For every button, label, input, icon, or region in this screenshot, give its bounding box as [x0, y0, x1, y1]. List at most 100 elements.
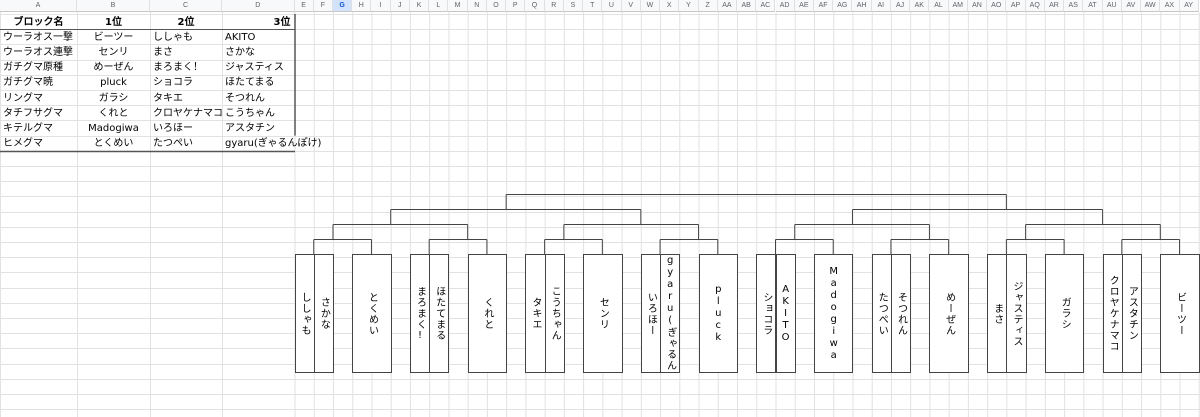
column-header-F[interactable]: F	[313, 0, 333, 12]
column-header-AR[interactable]: AR	[1044, 0, 1065, 12]
entrant-name: アスタチン	[1126, 286, 1138, 341]
entrant-name: ほたてまる	[433, 286, 445, 341]
table-cell[interactable]: そつれん	[225, 92, 265, 104]
column-header-B[interactable]: B	[77, 0, 150, 12]
column-header-V[interactable]: V	[621, 0, 641, 12]
table-cell[interactable]: まさ	[153, 46, 173, 58]
column-header-W[interactable]: W	[640, 0, 661, 12]
column-header-S[interactable]: S	[563, 0, 584, 12]
table-cell[interactable]: こうちゃん	[225, 107, 275, 119]
entrant-box: まろまく!	[409, 254, 431, 373]
column-header-K[interactable]: K	[409, 0, 430, 12]
table-cell[interactable]: タチフサグマ	[3, 107, 63, 119]
header-cell[interactable]: 3位	[273, 16, 291, 28]
column-header-AA[interactable]: AA	[717, 0, 737, 12]
table-cell[interactable]: リングマ	[3, 92, 43, 104]
column-header-AD[interactable]: AD	[775, 0, 795, 12]
entrant-box: アスタチン	[1121, 254, 1143, 373]
entrant-name: クロヤケナマコ	[1107, 275, 1119, 352]
column-header-AP[interactable]: AP	[1006, 0, 1026, 12]
table-cell[interactable]: Madogiwa	[88, 122, 139, 134]
table-cell[interactable]: さかな	[225, 46, 255, 58]
table-cell[interactable]: くれと	[98, 107, 129, 119]
table-cell[interactable]: ジャスティス	[225, 62, 284, 74]
table-cell[interactable]: ウーラオス一撃	[3, 31, 73, 43]
column-header-I[interactable]: I	[371, 0, 391, 12]
column-header-G[interactable]: G	[332, 0, 353, 12]
header-cell[interactable]: ブロック名	[13, 16, 64, 28]
table-cell[interactable]: ししゃも	[153, 31, 193, 43]
column-header-Y[interactable]: Y	[679, 0, 699, 12]
column-header-AU[interactable]: AU	[1102, 0, 1122, 12]
column-header-C[interactable]: C	[150, 0, 222, 12]
table-cell[interactable]: センリ	[98, 46, 129, 58]
column-header-Q[interactable]: Q	[525, 0, 545, 12]
column-header-T[interactable]: T	[583, 0, 603, 12]
column-header-AS[interactable]: AS	[1064, 0, 1084, 12]
header-cell[interactable]: 1位	[105, 16, 122, 28]
table-cell[interactable]: めーぜん	[93, 62, 134, 74]
column-header-AM[interactable]: AM	[948, 0, 968, 12]
column-header-AI[interactable]: AI	[871, 0, 891, 12]
table-cell[interactable]: ヒメグマ	[3, 138, 43, 150]
column-header-J[interactable]: J	[390, 0, 410, 12]
column-header-A[interactable]: A	[0, 0, 77, 12]
entrant-name: ビーツー	[1174, 291, 1186, 336]
table-cell[interactable]: ウーラオス連撃	[3, 46, 73, 58]
table-cell[interactable]: アスタチン	[225, 122, 275, 134]
column-header-E[interactable]: E	[294, 0, 314, 12]
column-header-AJ[interactable]: AJ	[890, 0, 911, 12]
column-header-P[interactable]: P	[506, 0, 526, 12]
table-cell[interactable]: ほたてまる	[225, 77, 275, 89]
table-cell[interactable]: たつぺい	[153, 138, 193, 150]
column-header-AE[interactable]: AE	[794, 0, 814, 12]
table-cell[interactable]: まろまく！	[153, 62, 203, 74]
table-cell[interactable]: ガチグマ原種	[3, 62, 63, 74]
column-header-AB[interactable]: AB	[737, 0, 757, 12]
header-cell[interactable]: 2位	[177, 16, 195, 28]
column-header-AL[interactable]: AL	[929, 0, 949, 12]
column-header-AQ[interactable]: AQ	[1025, 0, 1045, 12]
column-header-R[interactable]: R	[544, 0, 564, 12]
table-cell[interactable]: クロヤケナマコ	[153, 107, 223, 119]
column-header-AC[interactable]: AC	[756, 0, 776, 12]
column-header-AV[interactable]: AV	[1121, 0, 1142, 12]
column-header-Z[interactable]: Z	[698, 0, 718, 12]
table-cell[interactable]: gyaru(ぎゃるんぽけ)	[225, 138, 322, 150]
table-cell[interactable]: タキエ	[153, 92, 183, 104]
column-header-AO[interactable]: AO	[987, 0, 1007, 12]
entrant-name: さかな	[318, 297, 330, 330]
entrant-box: まさ	[987, 254, 1008, 373]
table-cell[interactable]: キテルグマ	[3, 122, 53, 134]
column-header-AW[interactable]: AW	[1141, 0, 1161, 12]
table-cell[interactable]: いろほー	[153, 122, 193, 134]
column-header-AK[interactable]: AK	[910, 0, 930, 12]
column-header-D[interactable]: D	[222, 0, 295, 12]
column-header-L[interactable]: L	[429, 0, 449, 12]
column-header-AF[interactable]: AF	[813, 0, 834, 12]
column-header-AH[interactable]: AH	[852, 0, 872, 12]
column-header-AN[interactable]: AN	[967, 0, 988, 12]
column-header-M[interactable]: M	[448, 0, 468, 12]
entrant-name: まさ	[991, 302, 1003, 325]
entrant-box: ショコラ	[756, 254, 777, 373]
table-cell[interactable]: AKITO	[225, 31, 256, 43]
entrant-box: Madogiwa	[813, 254, 854, 373]
table-cell[interactable]: ビーツー	[93, 31, 134, 43]
column-header-AY[interactable]: AY	[1179, 0, 1199, 12]
column-header-U[interactable]: U	[602, 0, 622, 12]
table-cell[interactable]: ショコラ	[153, 77, 193, 89]
entrant-box: ジャスティス	[1006, 254, 1027, 373]
table-cell[interactable]: ガチグマ暁	[3, 77, 53, 89]
column-header-AT[interactable]: AT	[1083, 0, 1103, 12]
entrant-box: タキエ	[525, 254, 546, 373]
column-header-X[interactable]: X	[660, 0, 680, 12]
column-header-H[interactable]: H	[352, 0, 372, 12]
column-header-AX[interactable]: AX	[1160, 0, 1180, 12]
table-cell[interactable]: とくめい	[93, 138, 134, 150]
column-header-N[interactable]: N	[467, 0, 487, 12]
column-header-O[interactable]: O	[486, 0, 507, 12]
column-header-AG[interactable]: AG	[833, 0, 853, 12]
table-cell[interactable]: pluck	[100, 77, 127, 89]
table-cell[interactable]: ガラシ	[98, 92, 129, 104]
